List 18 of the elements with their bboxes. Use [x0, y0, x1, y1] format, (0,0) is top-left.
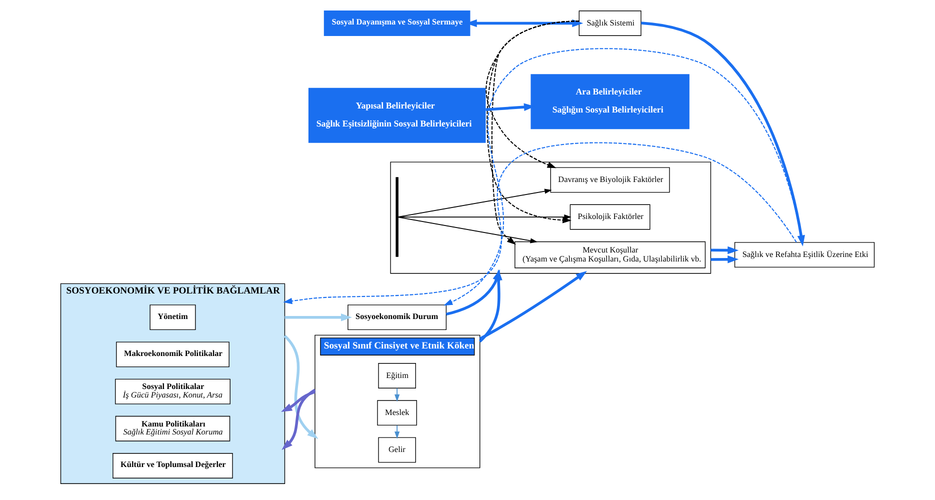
- arrow: [394, 388, 400, 402]
- arrow: [280, 390, 316, 412]
- arrow: [398, 214, 572, 220]
- arrow: [398, 216, 538, 244]
- arrow: [398, 188, 552, 218]
- arrow: [284, 334, 318, 440]
- arrow: [282, 388, 316, 450]
- arrow: [444, 48, 803, 306]
- node-box: Yapısal Belirleyiciler Sağlık Eşitsizliğinin Sosyal Belirleyicileri: [308, 88, 486, 143]
- arrow: [641, 22, 805, 246]
- node-box: Ara Belirleyiciler Sağlığın Sosyal Belirleyicileri: [530, 74, 690, 130]
- arrow: [283, 142, 797, 304]
- node-bar: [396, 177, 398, 257]
- arrow: [710, 246, 739, 254]
- arrow: [710, 256, 739, 264]
- arrow: [284, 313, 352, 322]
- arrow: [479, 270, 587, 340]
- arrow: [394, 424, 400, 439]
